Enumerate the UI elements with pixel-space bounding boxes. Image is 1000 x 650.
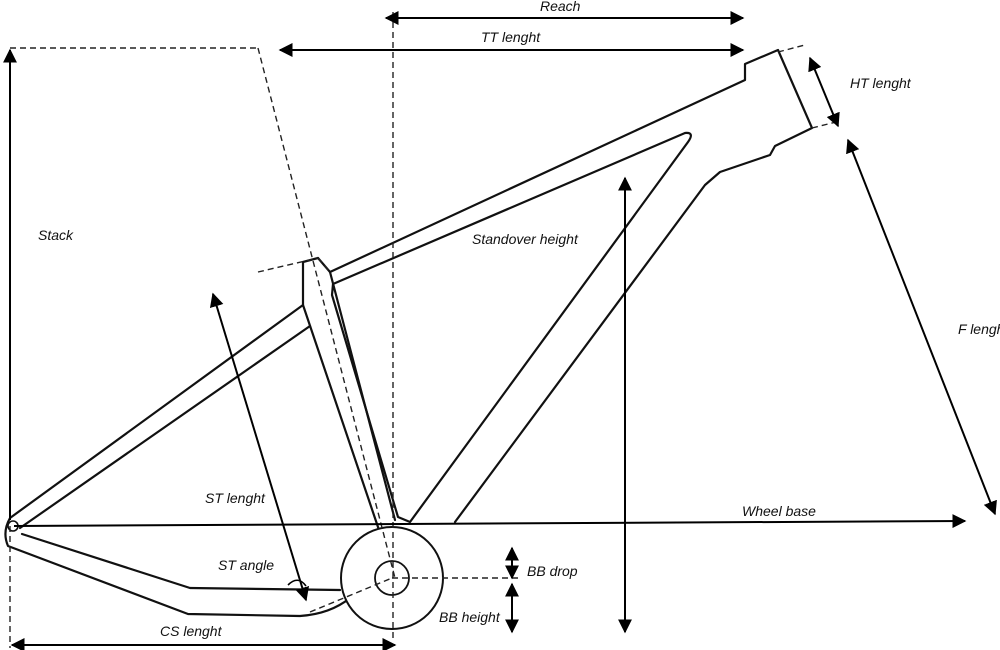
frame-inner-front [330, 131, 692, 524]
ht-top-reference [777, 44, 806, 53]
frame-outer-rear [4, 256, 352, 618]
cs-length-label: CS lenght [160, 623, 223, 639]
reach-label: Reach [540, 0, 581, 14]
stack-label: Stack [38, 227, 74, 243]
wheel-base-arrow [13, 514, 967, 529]
f-length-arrow [846, 138, 997, 516]
dimension-arrows [3, 11, 997, 650]
tt-length-label: TT lenght [481, 29, 541, 45]
st-angle-reference [309, 577, 393, 613]
seat-stay-inner [18, 324, 312, 530]
st-angle-label: ST angle [218, 557, 274, 573]
standover-height-label: Standover height [472, 231, 579, 247]
ht-length-arrow [808, 56, 840, 128]
st-top-reference-2 [317, 257, 331, 273]
st-angle-arc [287, 579, 307, 587]
bottom-bracket-axle [374, 560, 410, 596]
f-length-label: F lenght [958, 321, 1000, 337]
dimension-labels: Reach TT lenght HT lenght Stack Standove… [38, 0, 1000, 639]
seat-tube-front [316, 256, 397, 522]
frame-outer-top [328, 48, 814, 524]
seat-tube-rear [301, 303, 382, 535]
frame-outline [4, 48, 814, 630]
st-length-arrow [209, 292, 310, 602]
bb-drop-label: BB drop [527, 563, 578, 579]
bb-height-label: BB height [439, 609, 501, 625]
wheel-base-label: Wheel base [742, 503, 816, 519]
seat-tube-axis-extension [257, 47, 396, 579]
st-top-reference [257, 257, 319, 273]
st-length-label: ST lenght [205, 490, 266, 506]
ht-length-label: HT lenght [850, 75, 912, 91]
